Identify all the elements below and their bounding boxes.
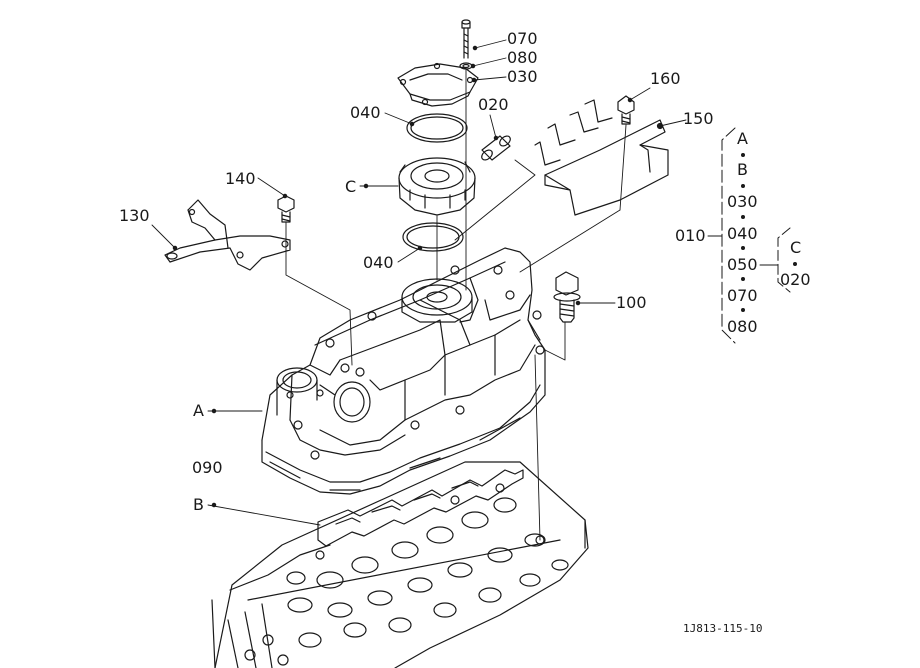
label-070: 070 <box>507 29 538 48</box>
label-a: A <box>193 401 204 420</box>
label-040-bottom: 040 <box>363 253 394 272</box>
assembly-item-070: 070 <box>727 286 758 305</box>
bolt-140-drawing <box>277 195 295 223</box>
label-100: 100 <box>616 293 647 312</box>
cylinder-head-drawing <box>211 461 589 668</box>
label-020: 020 <box>478 95 509 114</box>
assembly-item-080: 080 <box>727 317 758 336</box>
label-090: 090 <box>192 458 223 477</box>
assembly-item-040: 040 <box>727 224 758 243</box>
label-080: 080 <box>507 48 538 67</box>
head-gasket-drawing <box>317 469 524 547</box>
assembly-bracket-010 <box>721 127 736 344</box>
bracket-130-drawing <box>164 199 291 271</box>
assembly-bracket-c <box>777 227 791 293</box>
valve-cover-drawing <box>261 247 546 495</box>
assembly-center-lines <box>285 69 627 541</box>
assembly-item-050: 050 <box>727 255 758 274</box>
label-140: 140 <box>225 169 256 188</box>
o-ring-bottom-drawing <box>402 222 464 252</box>
washer-080-drawing <box>459 62 473 70</box>
assembly-group-label: 010 <box>675 226 706 245</box>
label-150: 150 <box>683 109 714 128</box>
label-160: 160 <box>650 69 681 88</box>
assembly-subitem-020: 020 <box>780 270 811 289</box>
assembly-item-030: 030 <box>727 192 758 211</box>
bolt-070-drawing <box>461 19 471 59</box>
bolt-160-drawing <box>617 95 635 125</box>
bracket-plate-150-drawing <box>534 99 669 216</box>
o-ring-top-drawing <box>406 113 468 143</box>
label-040-top: 040 <box>350 103 381 122</box>
label-c: C <box>345 177 357 196</box>
breather-pipe-drawing <box>481 135 511 161</box>
assembly-item-a: A <box>737 129 748 148</box>
label-030: 030 <box>507 67 538 86</box>
assembly-connectors <box>707 235 779 266</box>
document-number: 1J813-115-10 <box>683 622 763 635</box>
leader-lines <box>151 39 687 526</box>
breather-cap-drawing <box>397 62 479 107</box>
label-b: B <box>193 495 204 514</box>
label-130: 130 <box>119 206 150 225</box>
bolt-100-drawing <box>553 271 581 323</box>
assembly-subgroup-c: C <box>790 238 802 257</box>
assembly-item-b: B <box>737 160 748 179</box>
breather-body-drawing <box>398 157 476 216</box>
assembly-dots <box>741 153 797 312</box>
